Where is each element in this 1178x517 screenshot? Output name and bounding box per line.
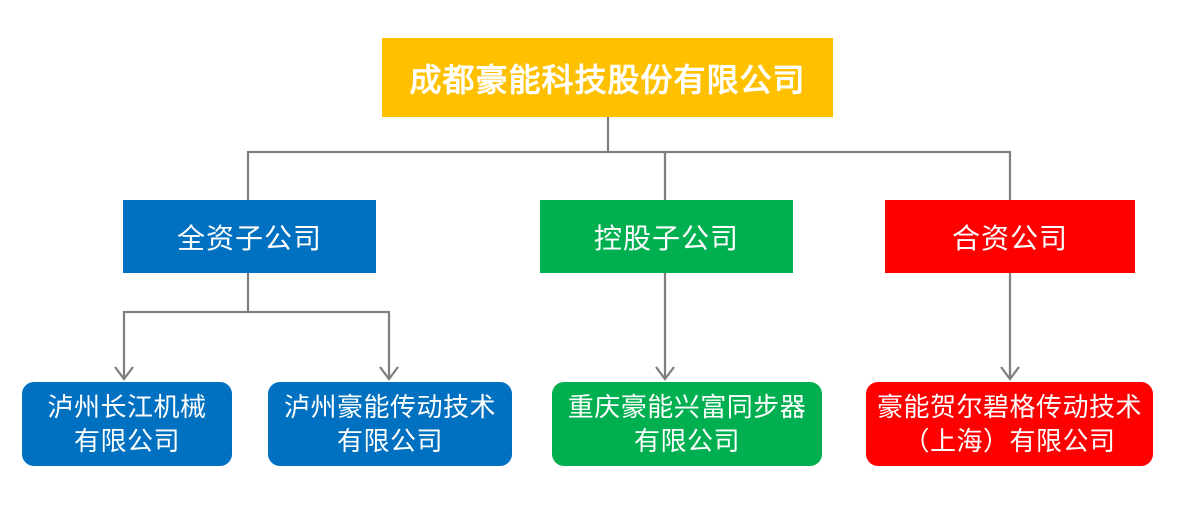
company-label-line1: 泸州长江机械 [47, 392, 207, 422]
company-label-line1: 重庆豪能兴富同步器 [567, 392, 807, 422]
company-label-line2: （上海）有限公司 [903, 426, 1116, 456]
category-label: 控股子公司 [593, 222, 739, 254]
company-node-haoneng-hoerbiger-shanghai: 豪能贺尔碧格传动技术 （上海）有限公司 [866, 382, 1153, 466]
arrowhead-leaf1 [114, 366, 134, 381]
company-label-line2: 有限公司 [633, 426, 740, 456]
category-label: 全资子公司 [176, 222, 322, 254]
company-label-line1: 泸州豪能传动技术 [283, 392, 496, 422]
arrowhead-leaf3 [655, 366, 675, 381]
root-node-label: 成都豪能科技股份有限公司 [409, 61, 806, 98]
arrowhead-leaf4 [1000, 366, 1020, 381]
company-node-luzhou-haoneng: 泸州豪能传动技术 有限公司 [268, 382, 512, 466]
root-node-parent-company: 成都豪能科技股份有限公司 [382, 38, 833, 117]
category-node-wholly-owned-subsidiary: 全资子公司 [123, 200, 376, 273]
company-label-line2: 有限公司 [73, 426, 180, 456]
company-node-luzhou-changjiang: 泸州长江机械 有限公司 [22, 382, 232, 466]
arrowhead-leaf2 [379, 366, 399, 381]
category-node-holding-subsidiary: 控股子公司 [540, 200, 793, 273]
category-node-joint-venture: 合资公司 [885, 200, 1135, 273]
company-label-line1: 豪能贺尔碧格传动技术 [876, 392, 1142, 422]
company-label-line2: 有限公司 [336, 426, 443, 456]
category-label: 合资公司 [951, 222, 1068, 254]
company-node-chongqing-xingfu: 重庆豪能兴富同步器 有限公司 [552, 382, 822, 466]
